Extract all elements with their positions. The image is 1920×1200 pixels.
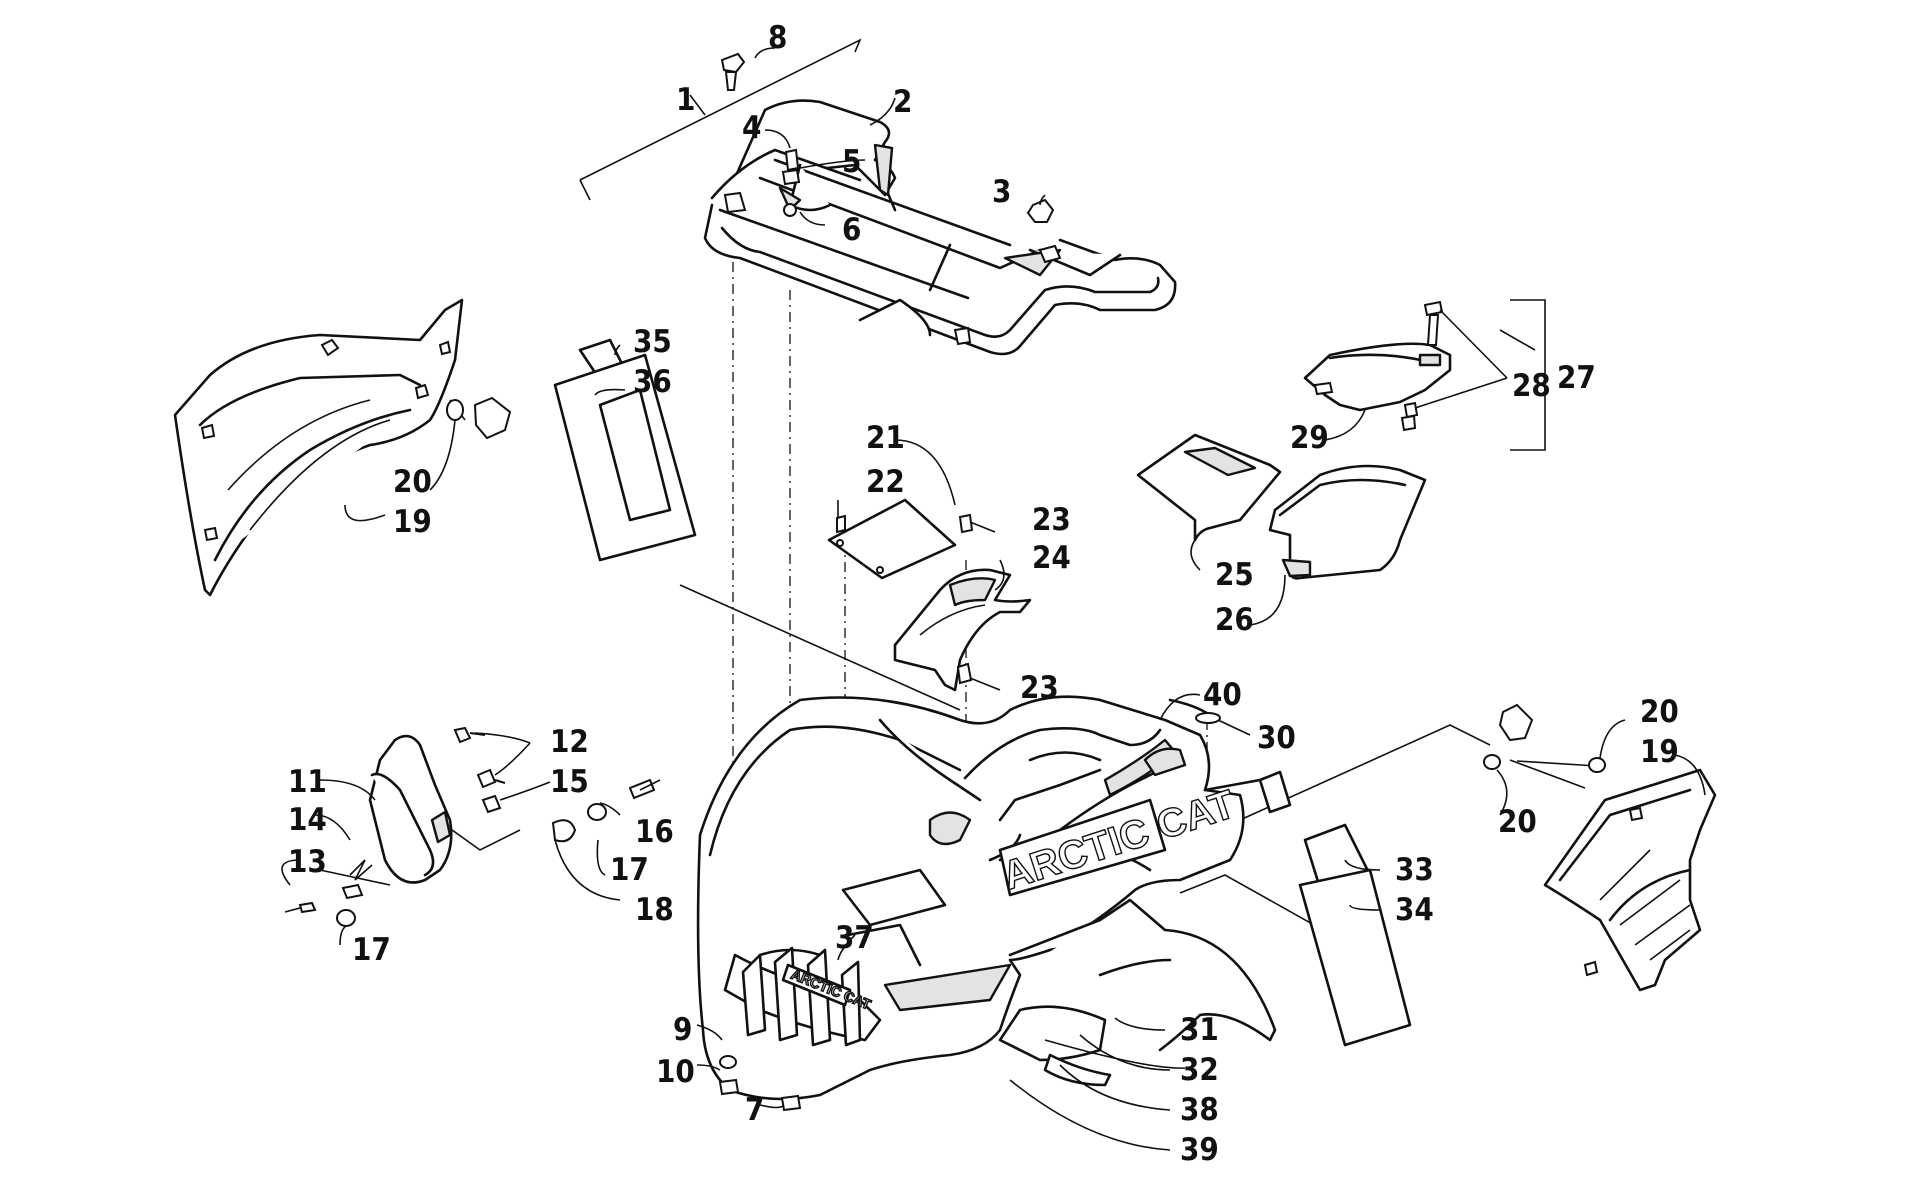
callout-28: 28 xyxy=(1512,368,1551,404)
headlight-assembly xyxy=(284,726,661,927)
hood-details xyxy=(963,698,1212,780)
callout-23b: 23 xyxy=(1020,670,1059,706)
callout-39: 39 xyxy=(1180,1132,1219,1168)
callout-3: 3 xyxy=(992,174,1011,210)
callout-2: 2 xyxy=(893,84,912,120)
callout-18: 18 xyxy=(635,892,674,928)
left-side-panel xyxy=(173,298,464,597)
callout-23a: 23 xyxy=(1032,502,1071,538)
decals-33-34 xyxy=(1298,823,1412,1047)
callout-40: 40 xyxy=(1203,677,1242,713)
callout-14: 14 xyxy=(288,802,327,838)
callout-17a: 17 xyxy=(610,852,649,888)
callout-1: 1 xyxy=(676,82,695,118)
callout-26: 26 xyxy=(1215,602,1254,638)
callout-7: 7 xyxy=(745,1092,764,1128)
callout-19-right: 19 xyxy=(1640,734,1679,770)
grille-slats xyxy=(741,946,862,1047)
callout-5: 5 xyxy=(842,144,861,180)
callout-4: 4 xyxy=(742,110,761,146)
right-panel-fasteners xyxy=(1483,703,1606,773)
decals-35-36 xyxy=(553,338,697,562)
callout-6: 6 xyxy=(842,212,861,248)
storage-bin xyxy=(1268,464,1427,580)
callout-17b: 17 xyxy=(352,932,391,968)
callout-37: 37 xyxy=(835,920,874,956)
callout-15: 15 xyxy=(550,764,589,800)
washer-30 xyxy=(1195,712,1221,724)
right-side-panel xyxy=(1543,768,1717,992)
callout-20-mid: 20 xyxy=(1498,804,1537,840)
cargo-lid xyxy=(1303,300,1452,432)
callout-33: 33 xyxy=(1395,852,1434,888)
callout-12: 12 xyxy=(550,724,589,760)
callout-34: 34 xyxy=(1395,892,1434,928)
callout-8: 8 xyxy=(768,20,787,56)
callout-20-right: 20 xyxy=(1640,694,1679,730)
rack-hardware xyxy=(720,52,1062,346)
left-panel-fastener xyxy=(446,396,512,440)
callout-24: 24 xyxy=(1032,540,1071,576)
bracket xyxy=(893,513,1032,692)
callout-10: 10 xyxy=(656,1054,695,1090)
callout-22: 22 xyxy=(866,464,905,500)
front-rack xyxy=(703,99,1177,356)
leader-lines xyxy=(281,47,1706,1151)
callout-19-left: 19 xyxy=(393,504,432,540)
callout-13: 13 xyxy=(288,844,327,880)
callout-35: 35 xyxy=(633,324,672,360)
callout-36: 36 xyxy=(633,364,672,400)
callout-27: 27 xyxy=(1557,360,1596,396)
callout-38: 38 xyxy=(1180,1092,1219,1128)
callout-9: 9 xyxy=(673,1012,692,1048)
callout-30: 30 xyxy=(1257,720,1296,756)
callout-11: 11 xyxy=(288,764,327,800)
callout-25: 25 xyxy=(1215,557,1254,593)
callout-31: 31 xyxy=(1180,1012,1219,1048)
callout-29: 29 xyxy=(1290,420,1329,456)
callout-32: 32 xyxy=(1180,1052,1219,1088)
storage-cover xyxy=(827,498,957,580)
callout-20-left: 20 xyxy=(393,464,432,500)
callout-labels: 1 2 3 4 5 6 7 8 9 10 11 12 13 14 15 16 1… xyxy=(288,20,1679,1168)
callout-16: 16 xyxy=(635,814,674,850)
storage-lid xyxy=(1136,433,1282,542)
callout-21: 21 xyxy=(866,420,905,456)
